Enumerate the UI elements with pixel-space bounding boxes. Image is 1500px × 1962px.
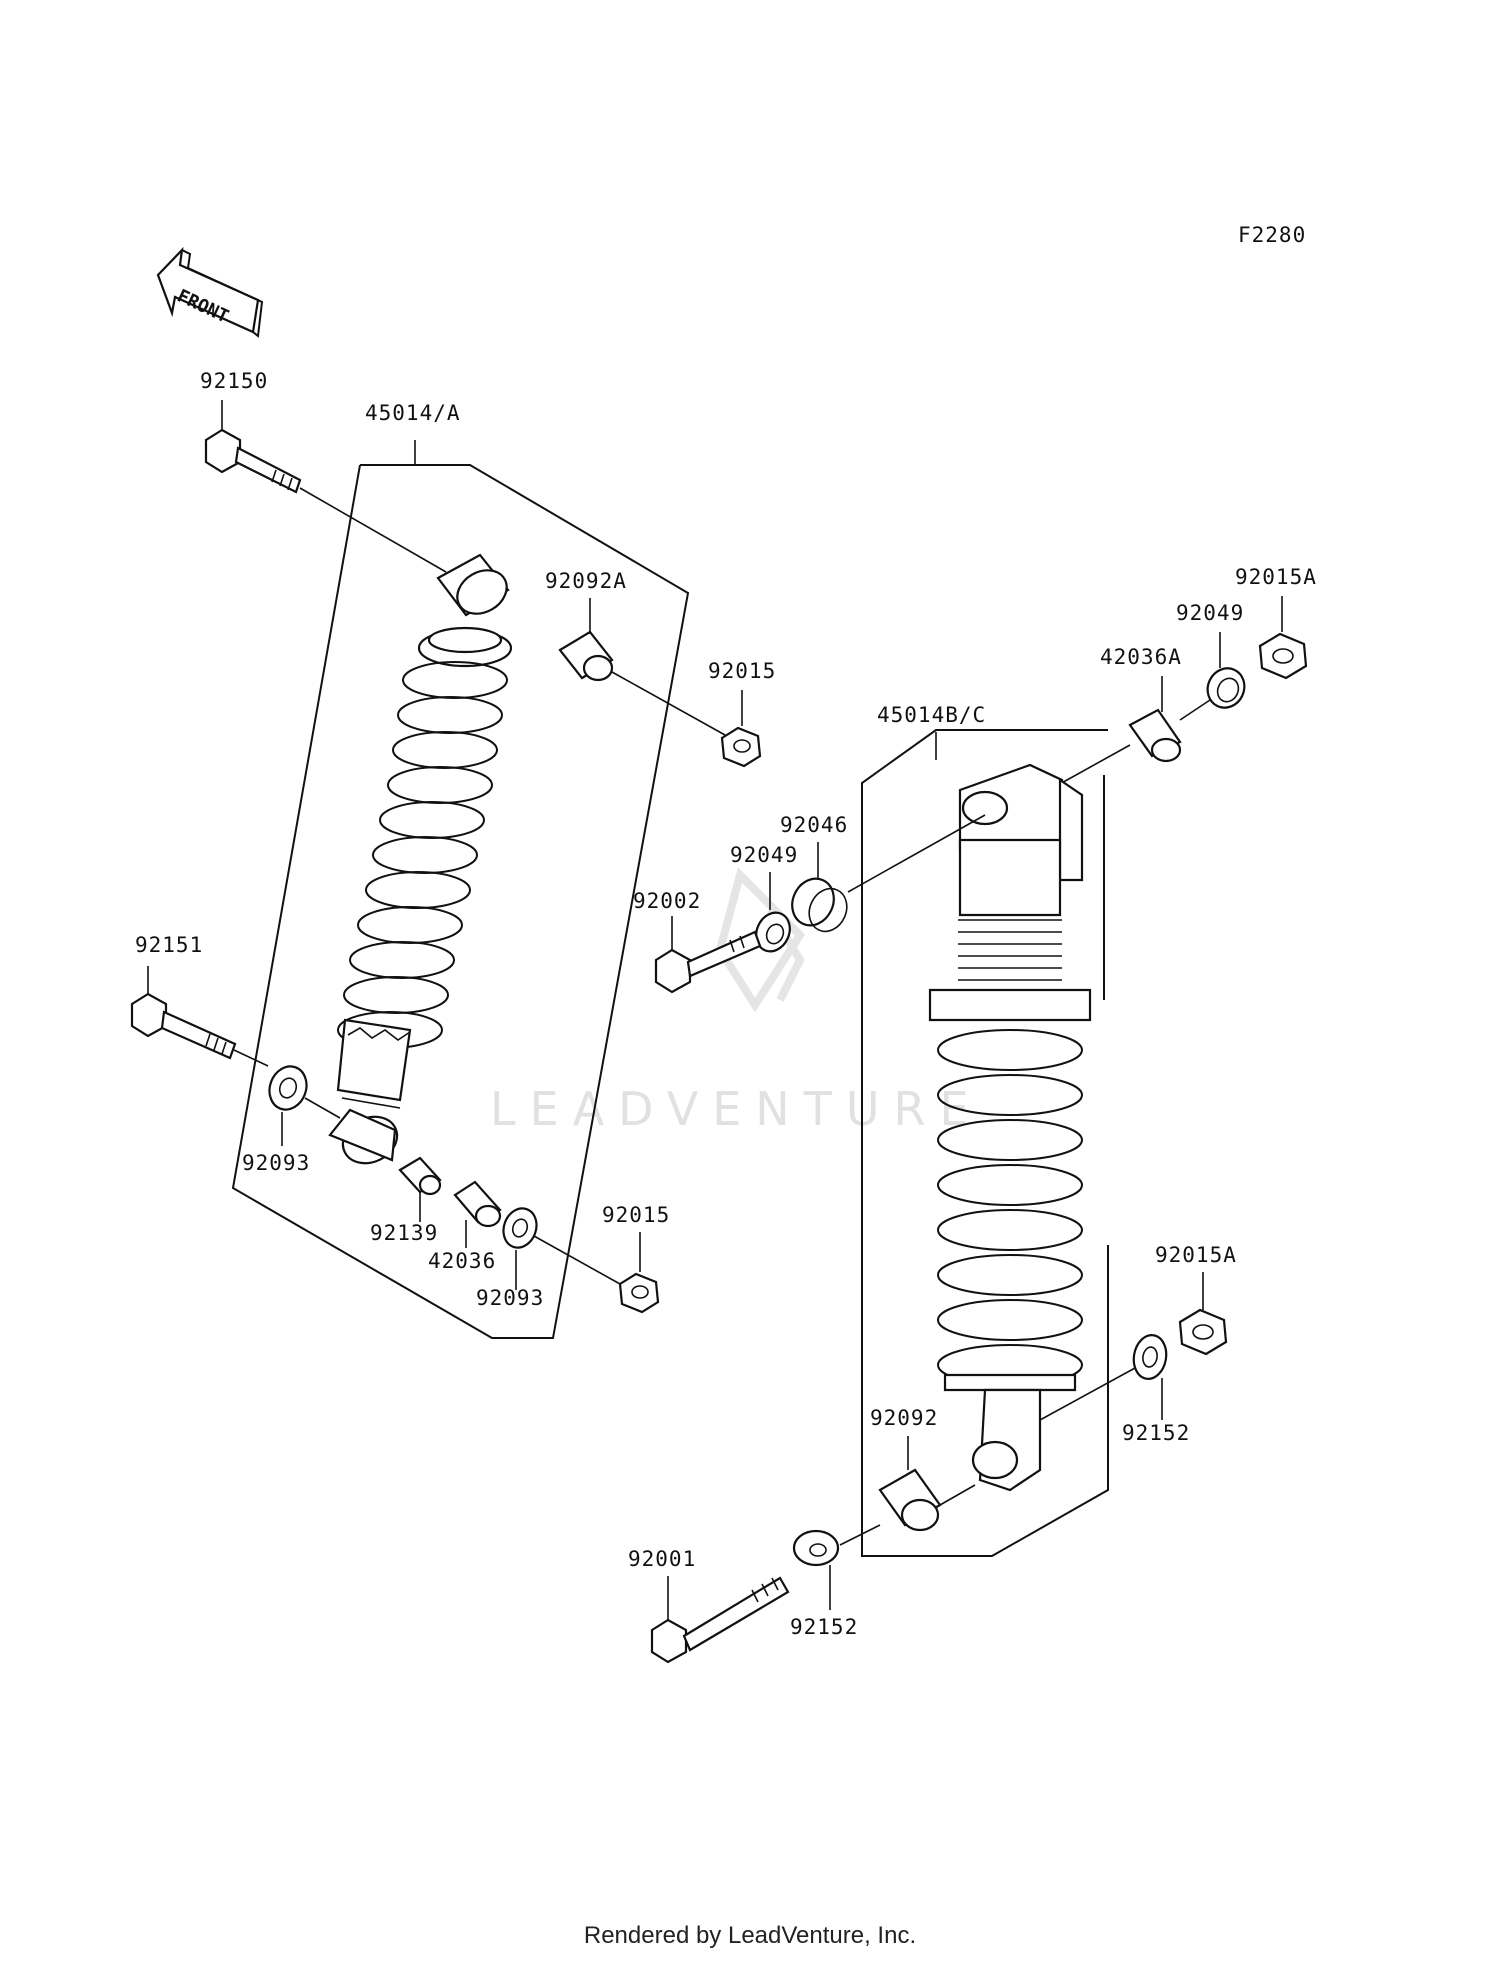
callout-92049-top: 92049 (1176, 601, 1244, 625)
callout-92152-bottom: 92152 (790, 1615, 858, 1639)
right-shock-absorber (928, 763, 1092, 1492)
collar-42036a (1128, 708, 1182, 763)
callout-92151: 92151 (135, 933, 203, 957)
watermark: LEADVENTURE (490, 867, 983, 1136)
nut-92015-top (720, 726, 762, 768)
bracket-45014a (231, 464, 690, 1339)
callout-92015a-top: 92015A (1235, 565, 1317, 589)
bracket-45014bc (861, 729, 1109, 1557)
nut-92015a-bottom (1178, 1308, 1228, 1356)
callout-92152-right: 92152 (1122, 1421, 1190, 1445)
callout-92093-right: 92093 (476, 1286, 544, 1310)
collar-42036 (453, 1180, 502, 1228)
washer-92093-left (268, 1065, 308, 1111)
callout-92046: 92046 (780, 813, 848, 837)
callout-42036a: 42036A (1100, 645, 1182, 669)
nut-92015a-top (1258, 632, 1308, 680)
bushing-92139 (398, 1156, 442, 1196)
bearing-92046 (791, 877, 848, 933)
bolt-92002 (654, 930, 762, 994)
washer-92049-top (1206, 667, 1246, 709)
washer-92093-right (502, 1207, 538, 1249)
callout-45014a: 45014/A (365, 401, 461, 425)
nut-92015-bottom (618, 1272, 660, 1314)
left-shock-absorber (328, 553, 513, 1165)
callout-92139: 92139 (370, 1221, 438, 1245)
collar-92092 (878, 1468, 942, 1532)
footer-credit: Rendered by LeadVenture, Inc. (583, 1922, 917, 1949)
washer-92152-right (1132, 1334, 1168, 1380)
callout-92015a-bottom: 92015A (1155, 1243, 1237, 1267)
callout-92092: 92092 (870, 1406, 938, 1430)
callout-92093-left: 92093 (242, 1151, 310, 1175)
washer-92152-bottom (792, 1529, 840, 1567)
washer-92049-mid (755, 911, 791, 953)
callout-92015-bottom: 92015 (602, 1203, 670, 1227)
figure-code: F2280 (1238, 223, 1306, 247)
callout-92001: 92001 (628, 1547, 696, 1571)
callout-92092a: 92092A (545, 569, 627, 593)
bolt-92150 (204, 428, 302, 494)
bolt-92001 (650, 1576, 790, 1664)
bolt-92151 (130, 992, 237, 1060)
callout-42036: 42036 (428, 1249, 496, 1273)
callout-92002: 92002 (633, 889, 701, 913)
callout-92150: 92150 (200, 369, 268, 393)
collar-92092a (558, 630, 614, 682)
watermark-text: LEADVENTURE (490, 1082, 983, 1136)
callout-92015-top: 92015 (708, 659, 776, 683)
front-arrow-icon: FRONT (156, 246, 264, 338)
callout-92049-mid: 92049 (730, 843, 798, 867)
callout-45014bc: 45014B/C (877, 703, 986, 727)
